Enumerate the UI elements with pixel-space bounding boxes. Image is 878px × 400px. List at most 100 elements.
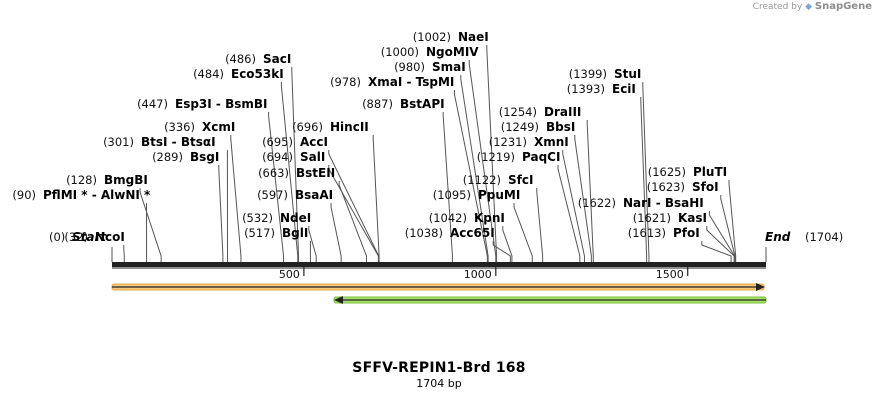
enzyme-name: Eco53kI xyxy=(231,67,284,81)
enzyme-name: NaeI xyxy=(458,30,489,44)
cut-site-label[interactable]: (978)XmaI - TspMI xyxy=(330,75,454,89)
cut-site-label[interactable]: (1095)PpuMI xyxy=(433,188,521,202)
cut-site-label[interactable]: (694) SalI xyxy=(262,150,325,164)
cut-site-label[interactable]: (484)Eco53kI xyxy=(193,67,284,81)
cut-site-labels: (32)NcoI(90)PflMI * - AlwNI *(128)BmgBI(… xyxy=(12,30,727,244)
cut-site-leader xyxy=(701,241,732,262)
cut-site-position: (1038) xyxy=(405,226,443,240)
enzyme-name: PfoI xyxy=(673,226,700,240)
cut-site-leader xyxy=(557,165,581,262)
cut-site-label[interactable]: (1621)KasI xyxy=(633,211,707,225)
cut-site-label[interactable]: (128) BmgBI xyxy=(66,173,148,187)
cut-site-label[interactable]: (1399)StuI xyxy=(569,67,642,81)
snapgene-logo-icon: ◆ xyxy=(805,2,812,12)
cut-site-label[interactable]: (336)XcmI xyxy=(164,120,235,134)
feature-green-reverse[interactable] xyxy=(333,296,767,304)
cut-site-label[interactable]: (1622)NarI - BsaHI xyxy=(578,196,704,210)
cut-site-label[interactable]: (301)BtsI - BtsαI xyxy=(103,135,216,149)
cut-site-position: (1219) xyxy=(477,150,515,164)
enzyme-name: BstAPI xyxy=(400,97,445,111)
cut-site-position: (289) xyxy=(152,150,183,164)
cut-site-label[interactable]: (486)SacI xyxy=(225,52,291,66)
credit-prefix: Created by xyxy=(752,2,803,12)
cut-site-label[interactable]: (696)HincII xyxy=(292,120,369,134)
cut-site-leader xyxy=(230,135,242,262)
enzyme-name: BmgBI xyxy=(104,173,148,187)
cut-site-label[interactable]: (1613) PfoI xyxy=(628,226,700,240)
cut-site-label[interactable]: (32)NcoI xyxy=(64,230,124,244)
cut-site-position: (978) xyxy=(330,75,361,89)
cut-site-position: (1613) xyxy=(628,226,666,240)
enzyme-name: BstEII xyxy=(296,166,335,180)
enzyme-name: SfoI xyxy=(692,180,719,194)
cut-site-label[interactable]: (980) SmaI xyxy=(394,60,466,74)
cut-site-label[interactable]: (1254)DraIII xyxy=(499,105,582,119)
cut-site-position: (597) xyxy=(257,188,288,202)
cut-site-position: (1622) xyxy=(578,196,616,210)
cut-site-label[interactable]: (1038) Acc65I xyxy=(405,226,495,240)
enzyme-name: KasI xyxy=(678,211,707,225)
cut-site-label[interactable]: (1002) NaeI xyxy=(413,30,489,44)
cut-site-leader-lines xyxy=(111,45,767,262)
cut-site-position: (128) xyxy=(66,173,97,187)
cut-site-position: (980) xyxy=(394,60,425,74)
cut-site-position: (695) xyxy=(262,135,293,149)
end-label: End xyxy=(765,230,791,244)
enzyme-name: PaqCI xyxy=(522,150,560,164)
cut-site-label[interactable]: (1219) PaqCI xyxy=(477,150,561,164)
enzyme-name: AccI xyxy=(300,135,328,149)
enzyme-name: Esp3I - BsmBI xyxy=(175,97,267,111)
cut-site-label[interactable]: (695) AccI xyxy=(262,135,328,149)
cut-site-label[interactable]: (663) BstEII xyxy=(258,166,335,180)
enzyme-name: XmnI xyxy=(534,135,569,149)
enzyme-name: NdeI xyxy=(280,211,311,225)
cut-site-label[interactable]: (90)PflMI * - AlwNI * xyxy=(12,188,151,202)
enzyme-name: PpuMI xyxy=(478,188,520,202)
cut-site-label[interactable]: (517)BglI xyxy=(244,226,308,240)
cut-site-position: (694) xyxy=(262,150,293,164)
cut-site-label[interactable]: (1000)NgoMIV xyxy=(381,45,480,59)
enzyme-name: StuI xyxy=(614,67,641,81)
cut-site-label[interactable]: (1122)SfcI xyxy=(463,173,534,187)
cut-site-leader xyxy=(640,97,648,262)
cut-site-leader xyxy=(218,165,224,262)
cut-site-label[interactable]: (1623) SfoI xyxy=(647,180,719,194)
enzyme-name: BsaAI xyxy=(295,188,333,202)
cut-site-label[interactable]: (1231)XmnI xyxy=(489,135,569,149)
cut-site-position: (663) xyxy=(258,166,289,180)
cut-site-label[interactable]: (887)BstAPI xyxy=(362,97,445,111)
enzyme-name: BglI xyxy=(282,226,308,240)
cut-site-label[interactable]: (289) BsgI xyxy=(152,150,219,164)
cut-site-position: (1623) xyxy=(647,180,685,194)
ruler-tick-label: 1000 xyxy=(464,268,492,281)
enzyme-name: Acc65I xyxy=(450,226,495,240)
end-position: (1704) xyxy=(805,230,843,244)
cut-site-leader xyxy=(328,150,380,262)
cut-site-label[interactable]: (597) BsaAI xyxy=(257,188,333,202)
cut-site-label[interactable]: (1042)KpnI xyxy=(429,211,505,225)
snapgene-credit: Created by ◆ SnapGene xyxy=(753,1,872,12)
cut-site-label[interactable]: (1625)PluTI xyxy=(648,165,727,179)
enzyme-name: BsgI xyxy=(190,150,219,164)
cut-site-position: (532) xyxy=(242,211,273,225)
cut-site-position: (1002) xyxy=(413,30,451,44)
enzyme-name: SacI xyxy=(263,52,291,66)
cut-site-label[interactable]: (1249)BbsI xyxy=(501,120,576,134)
start-label: Start xyxy=(72,230,107,244)
enzyme-name: SmaI xyxy=(432,60,466,74)
cut-site-label[interactable]: (532) NdeI xyxy=(242,211,311,225)
cut-site-label[interactable]: (447)Esp3I - BsmBI xyxy=(137,97,267,111)
cut-site-leader xyxy=(372,135,380,262)
cut-site-position: (1625) xyxy=(648,165,686,179)
cut-site-label[interactable]: (1393)EciI xyxy=(567,82,636,96)
cut-site-position: (696) xyxy=(292,120,323,134)
cut-site-leader xyxy=(453,90,488,262)
ruler-tick-label: 1500 xyxy=(656,268,684,281)
cut-site-leader xyxy=(338,181,367,262)
enzyme-name: SalI xyxy=(300,150,325,164)
cut-site-position: (1042) xyxy=(429,211,467,225)
cut-site-position: (336) xyxy=(164,120,195,134)
feature-orange-forward[interactable] xyxy=(111,283,765,291)
cut-site-leader xyxy=(460,75,489,262)
cut-site-leader xyxy=(486,45,498,262)
